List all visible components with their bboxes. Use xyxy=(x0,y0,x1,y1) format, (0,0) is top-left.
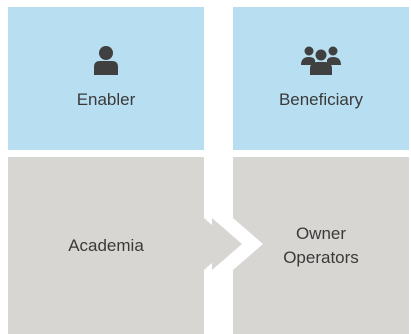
owner-operators-line1: Owner xyxy=(295,223,347,243)
academia-label: Academia xyxy=(68,235,144,255)
owner-operators-line2: Operators xyxy=(283,247,359,267)
enabler-label: Enabler xyxy=(76,90,136,109)
beneficiary-tile: Beneficiary xyxy=(233,7,409,150)
academia-tile: Academia xyxy=(8,157,204,334)
person-icon xyxy=(93,45,119,82)
group-icon xyxy=(301,45,341,82)
enabler-tile: Enabler xyxy=(8,7,204,150)
owner-operators-tile: Owner Operators xyxy=(233,157,409,334)
beneficiary-label: Beneficiary xyxy=(278,90,364,109)
